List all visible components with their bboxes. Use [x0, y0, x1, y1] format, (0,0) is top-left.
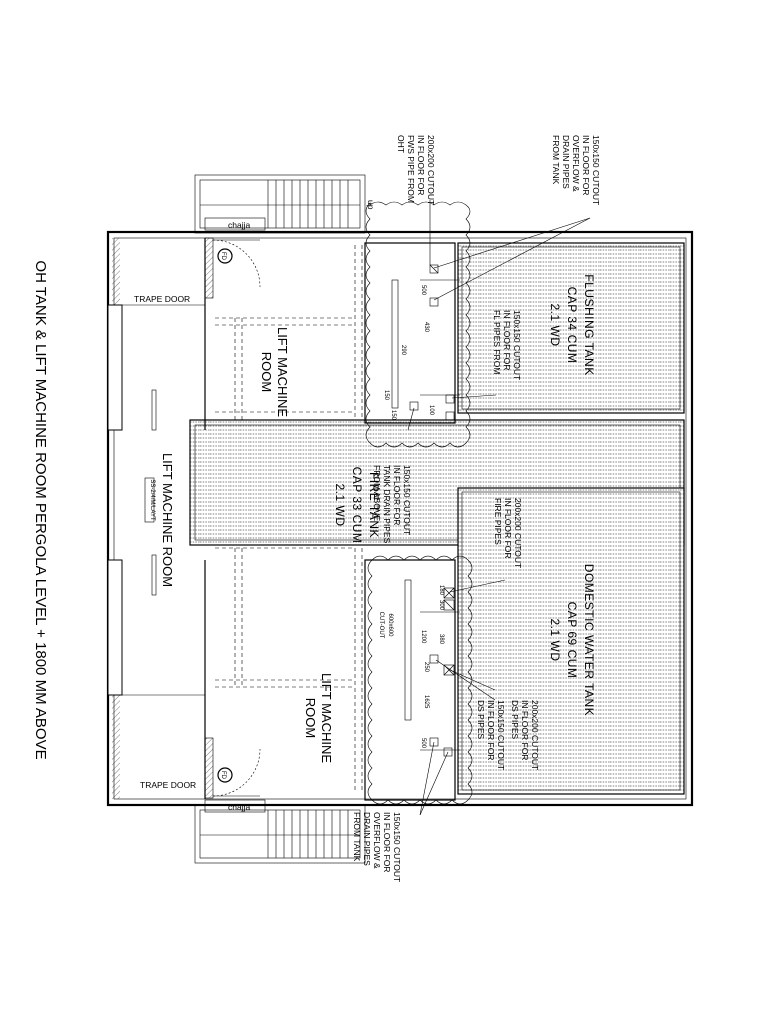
chajja-top-label: chajja	[228, 220, 250, 230]
note-line: 150x150 CUTOUT	[496, 700, 506, 770]
door-bottom-label: FD	[220, 771, 226, 780]
note-line: 200x200 CUTOUT	[530, 700, 540, 770]
note-ds-pipes-2: 150x150 CUTOUT IN FLOOR FOR DS PIPES	[476, 700, 506, 770]
note-line: FROM TANK	[551, 135, 561, 185]
dim-1: 430	[423, 322, 429, 333]
room-label-bottom-2: ROOM	[303, 698, 318, 738]
note-line: OHT	[396, 135, 406, 153]
cutout-label: CUT-OUT	[378, 612, 384, 639]
note-fws-cutout: 200x200 CUTOUT IN FLOOR FOR FWS PIPE FRO…	[396, 135, 436, 205]
domestic-tank-depth: 2.1 WD	[548, 618, 562, 661]
drawing-title: OH TANK & LIFT MACHINE ROOM PERGOLA LEVE…	[32, 260, 49, 759]
note-overflow-top: 150x150 CUTOUT IN FLOOR FOR OVERFLOW & D…	[551, 135, 601, 205]
chajja-bottom-label: chajja	[228, 802, 250, 812]
note-line: DS PIPES	[476, 700, 486, 740]
note-line: IN FLOOR FOR	[503, 498, 513, 558]
fire-tank-depth: 2.1 WD	[333, 483, 347, 526]
trape-door-bottom: TRAPE DOOR	[140, 780, 196, 790]
note-line: IN FLOOR FOR	[486, 700, 496, 760]
dimensions: 430 500 290 150 150 100 1200 380 250 162…	[383, 285, 444, 749]
lift-shaft-dashed-lines	[215, 245, 363, 790]
dim-5: 150	[390, 410, 396, 421]
note-line: DRAIN PIPES	[362, 812, 372, 866]
center-plate-label: SS-2/4/M/LAYT	[149, 479, 155, 521]
door-bottom: FD	[204, 737, 261, 799]
note-fire-pipes: 200x200 CUTOUT IN FLOOR FOR FIRE PIPES	[493, 498, 523, 568]
note-line: 150x150 CUTOUT	[402, 465, 412, 535]
note-line: IN FLOOR FOR	[416, 135, 426, 195]
note-ds-pipes-1: 200x200 CUTOUT IN FLOOR FOR DS PIPES	[510, 700, 540, 770]
note-line: IN FLOOR FOR	[520, 700, 530, 760]
note-line: IN FLOOR FOR	[581, 135, 591, 195]
note-line: 200x200 CUTOUT	[513, 498, 523, 568]
note-line: IN FLOOR FOR	[392, 465, 402, 525]
note-line: TANK DRAIN PIPES	[382, 465, 392, 544]
room-label-top-1: LIFT MACHINE	[275, 327, 290, 417]
note-line: FROM TANK	[352, 812, 362, 862]
cutout-size: 600x600	[387, 613, 393, 637]
trape-door-top: TRAPE DOOR	[134, 294, 190, 304]
room-label-top-2: ROOM	[259, 352, 274, 392]
fire-tank-name: FIRE TANK	[367, 472, 381, 538]
up-label: up	[366, 200, 376, 210]
door-top-label: FD	[220, 252, 226, 261]
room-label-bottom-1: LIFT MACHINE	[319, 673, 334, 763]
note-line: OVERFLOW &	[372, 812, 382, 869]
dim-6: 100	[428, 405, 434, 416]
outer-walls	[106, 230, 694, 807]
flushing-tank-name: FLUSHING TANK	[582, 274, 596, 375]
note-line: 150x150 CUTOUT	[392, 812, 402, 882]
note-fl-pipes: 150x150 CUTOUT IN FLOOR FOR FL PIPES FRO…	[492, 310, 522, 380]
note-line: 150x150 CUTOUT	[591, 135, 601, 205]
stair-bottom: chajja	[194, 799, 366, 864]
duct-bottom: CUT-OUT 600x600	[364, 555, 473, 805]
dim-9: 250	[423, 662, 429, 673]
note-line: 200x200 CUTOUT	[426, 135, 436, 205]
note-line: FL PIPES FROM	[492, 310, 502, 374]
dim-7: 1200	[420, 630, 426, 644]
dim-13: 300	[438, 600, 444, 611]
note-overflow-bottom: 150x150 CUTOUT IN FLOOR FOR OVERFLOW & D…	[352, 812, 402, 882]
note-line: IN FLOOR FOR	[502, 310, 512, 370]
fire-tank-cap: CAP 33 CUM	[350, 467, 364, 544]
note-line: 150x150 CUTOUT	[512, 310, 522, 380]
dim-11: 500	[420, 738, 426, 749]
dim-4: 150	[383, 390, 389, 401]
note-line: FROM ABOVE	[372, 465, 382, 522]
pipe-cutouts	[409, 264, 460, 757]
stair-top: chajja up	[194, 174, 376, 234]
room-label-center: LIFT MACHINE ROOM	[160, 453, 175, 587]
dim-8: 380	[438, 634, 444, 645]
note-line: IN FLOOR FOR	[382, 812, 392, 872]
note-line: FIRE PIPES	[493, 498, 503, 545]
note-line: OVERFLOW &	[571, 135, 581, 192]
flushing-tank-cap: CAP 34 CUM	[565, 287, 579, 364]
note-fire-drain: 150x150 CUTOUT IN FLOOR FOR TANK DRAIN P…	[372, 465, 412, 544]
domestic-tank-name: DOMESTIC WATER TANK	[582, 564, 596, 716]
dim-10: 1625	[423, 695, 429, 709]
flushing-tank	[457, 242, 685, 414]
note-line: DRAIN PIPES	[561, 135, 571, 189]
domestic-water-tank	[457, 487, 685, 795]
dim-2: 500	[420, 285, 426, 296]
dim-12: 180	[438, 585, 444, 596]
flushing-tank-depth: 2.1 WD	[548, 303, 562, 346]
note-line: FWS PIPE FROM	[406, 135, 416, 203]
door-top: FD	[204, 237, 261, 299]
center-nameplate: SS-2/4/M/LAYT	[144, 389, 157, 596]
domestic-tank-cap: CAP 69 CUM	[565, 602, 579, 679]
note-line: DS PIPES	[510, 700, 520, 740]
dim-3: 290	[400, 345, 406, 356]
leader-lines	[407, 200, 591, 816]
